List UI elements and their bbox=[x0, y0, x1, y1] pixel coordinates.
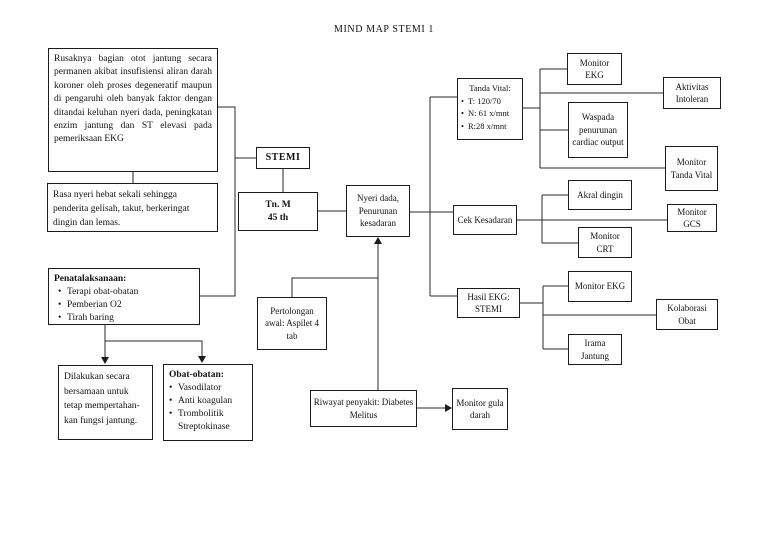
diagram-title: MIND MAP STEMI 1 bbox=[333, 24, 435, 35]
node-waspada: Waspada penurunan cardiac output bbox=[568, 102, 628, 158]
bullet-text: Terapi obat-obatan bbox=[67, 287, 139, 297]
node-rasa-nyeri: Rasa nyeri hebat sekali sehingga penderi… bbox=[47, 183, 218, 232]
bullet-icon: • bbox=[461, 120, 464, 131]
connector bbox=[410, 96, 457, 297]
bullet-icon: • bbox=[169, 396, 173, 406]
node-text: Pertolongan awal: Aspilet 4 tab bbox=[265, 305, 319, 341]
bullet-icon: • bbox=[58, 287, 62, 297]
node-kolaborasi-obat: Kolaborasi Obat bbox=[656, 299, 718, 330]
arrowhead-down-icon bbox=[198, 356, 206, 363]
bullet-text: Pemberian O2 bbox=[67, 300, 122, 310]
node-irama-jantung: Irama Jantung bbox=[568, 334, 622, 365]
node-text: Aktivitas Intoleran bbox=[675, 81, 709, 105]
node-stemi: STEMI bbox=[256, 147, 310, 169]
connector bbox=[520, 285, 656, 350]
node-monitor-ekg-1: Monitor EKG bbox=[567, 53, 622, 85]
node-text: Monitor CRT bbox=[590, 231, 620, 254]
bullet-text: R:28 x/mnt bbox=[468, 120, 507, 131]
node-cek-kesadaran: Cek Kesadaran bbox=[453, 205, 517, 235]
node-text: Monitor gula darah bbox=[456, 397, 504, 421]
node-pasien: Tn. M 45 th bbox=[238, 192, 318, 231]
node-aktivitas-intoleran: Aktivitas Intoleran bbox=[663, 77, 721, 109]
node-dilakukan: Dilakukan secara bersamaan untuk tetap m… bbox=[58, 365, 153, 440]
node-pertolongan: Pertolongan awal: Aspilet 4 tab bbox=[257, 297, 327, 350]
node-monitor-ekg-2: Monitor EKG bbox=[568, 271, 632, 302]
node-text: Hasil EKG: STEMI bbox=[467, 291, 510, 315]
connector bbox=[291, 244, 379, 390]
bullet-text: Tirah baring bbox=[67, 313, 114, 323]
bullet-icon: • bbox=[58, 300, 62, 310]
node-hasil-ekg: Hasil EKG: STEMI bbox=[457, 288, 520, 318]
bullet-text: Anti koagulan bbox=[178, 396, 233, 406]
node-text: Dilakukan secara bersamaan untuk tetap m… bbox=[64, 372, 140, 426]
patient-age: 45 th bbox=[267, 212, 289, 223]
bullet-icon: • bbox=[169, 383, 173, 393]
node-tanda-vital: Tanda Vital: • T: 120/70 • N: 61 x/mnt • R:… bbox=[457, 78, 523, 140]
bullet-text: T: 120/70 bbox=[468, 95, 501, 106]
connector bbox=[517, 194, 667, 244]
arrowhead-right-icon bbox=[445, 404, 452, 412]
node-obat-obatan: Obat-obatan: • Vasodilator • Anti koagulan… bbox=[163, 364, 253, 441]
node-text: Monitor Tanda Vital bbox=[670, 157, 713, 180]
node-text: Cek Kesadaran bbox=[457, 214, 513, 225]
node-text: Nyeri dada, Penurunan kesadaran bbox=[357, 193, 399, 229]
bullet-icon: • bbox=[461, 95, 464, 106]
bullet-icon: • bbox=[461, 108, 464, 118]
node-akral-dingin: Akral dingin bbox=[568, 180, 632, 210]
connector bbox=[200, 106, 256, 297]
patient-name: Tn. M bbox=[265, 200, 291, 210]
node-penatalaksanaan: Penatalaksanaan: • Terapi obat-obatan • Pe… bbox=[48, 268, 200, 325]
node-monitor-gula: Monitor gula darah bbox=[452, 388, 508, 430]
node-nyeri-dada: Nyeri dada, Penurunan kesadaran bbox=[346, 185, 410, 237]
node-text: Monitor EKG bbox=[579, 57, 610, 81]
node-text: Monitor EKG bbox=[574, 281, 626, 292]
node-text: STEMI bbox=[265, 151, 301, 163]
node-riwayat: Riwayat penyakit: Diabetes Melitus bbox=[310, 390, 417, 427]
node-definisi: Rusaknya bagian otot jantung secara perm… bbox=[48, 48, 218, 172]
bullet-text: Vasodilator bbox=[178, 383, 222, 393]
bullet-icon: • bbox=[58, 313, 62, 323]
node-monitor-crt: Monitor CRT bbox=[578, 227, 632, 258]
node-text: Akral dingin bbox=[577, 189, 623, 200]
node-monitor-gcs: Monitor GCS bbox=[667, 204, 717, 232]
node-text: Irama Jantung bbox=[581, 338, 609, 361]
arrowhead-down-icon bbox=[101, 357, 109, 364]
connector bbox=[104, 325, 203, 357]
node-heading: Penatalaksanaan: bbox=[54, 274, 127, 284]
node-text: Monitor GCS bbox=[677, 206, 707, 230]
arrowhead-up-icon bbox=[374, 237, 382, 244]
node-text: Kolaborasi Obat bbox=[667, 303, 707, 326]
node-text: Waspada penurunan cardiac output bbox=[572, 112, 624, 148]
connector bbox=[523, 68, 665, 169]
bullet-text: N: 61 x/mnt bbox=[468, 108, 510, 118]
bullet-icon: • bbox=[169, 409, 173, 419]
node-heading: Obat-obatan: bbox=[169, 370, 224, 380]
node-text: Rasa nyeri hebat sekali sehingga penderi… bbox=[53, 190, 190, 228]
node-text: Riwayat penyakit: Diabetes Melitus bbox=[313, 397, 414, 420]
bullet-text: Trombolitik Streptokinase bbox=[178, 409, 230, 432]
node-heading: Tanda Vital: bbox=[469, 83, 511, 93]
node-monitor-tanda-vital: Monitor Tanda Vital bbox=[665, 146, 718, 191]
node-text: Rusaknya bagian otot jantung secara perm… bbox=[54, 54, 212, 145]
